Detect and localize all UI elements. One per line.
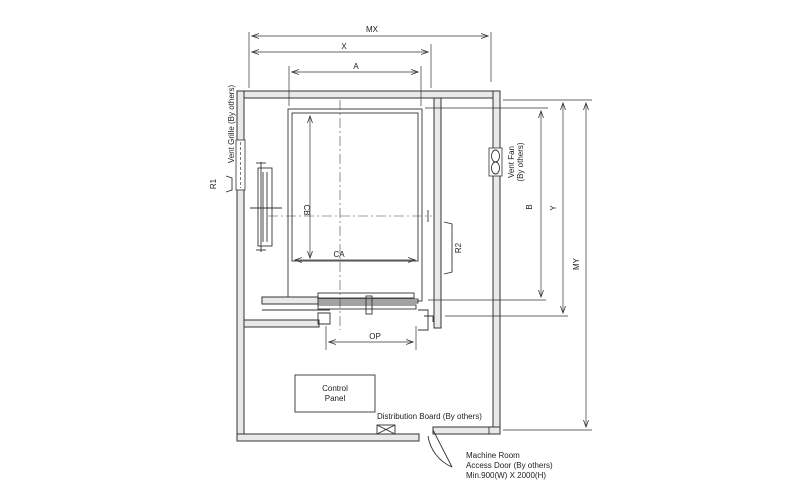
vent-fan-label-line1: Vent Fan [507,146,516,178]
dim-label-x: X [341,42,347,51]
distribution-board-label: Distribution Board (By others) [377,412,482,421]
dim-label-r2: R2 [454,242,463,253]
dim-label-cb: CB [302,204,311,215]
dim-label-op: OP [369,332,381,341]
machine-room-door-label-line1: Machine Room [466,451,520,460]
vent-grille [235,139,246,191]
dim-label-mx: MX [366,25,379,34]
machine-room-door-label-line2: Access Door (By others) [466,461,553,470]
r2-bracket [443,221,453,275]
distribution-board-icon [376,424,396,435]
control-panel-label-line1: Control [322,384,348,393]
dim-label-ca: CA [333,250,345,259]
counterweight [250,162,282,252]
vent-fan-icon [488,147,503,177]
door-sill [261,292,434,331]
dim-label-y: Y [549,205,558,211]
dim-label-my: MY [572,257,581,270]
vent-grille-label: Vent Grille (By others) [227,85,236,164]
dimension-lines [248,32,592,431]
r1-bracket [225,175,233,193]
vent-fan-label-line2: (By others) [516,142,525,181]
dim-label-a: A [353,62,359,71]
control-panel-box [294,374,376,413]
machine-room-door-label-line3: Min.900(W) X 2000(H) [466,471,546,480]
dim-label-r1: R1 [209,178,218,189]
outer-walls [236,90,501,442]
car-enclosure [268,100,432,330]
access-door [418,427,490,468]
dim-label-b: B [525,204,534,209]
control-panel-label-line2: Panel [325,394,346,403]
